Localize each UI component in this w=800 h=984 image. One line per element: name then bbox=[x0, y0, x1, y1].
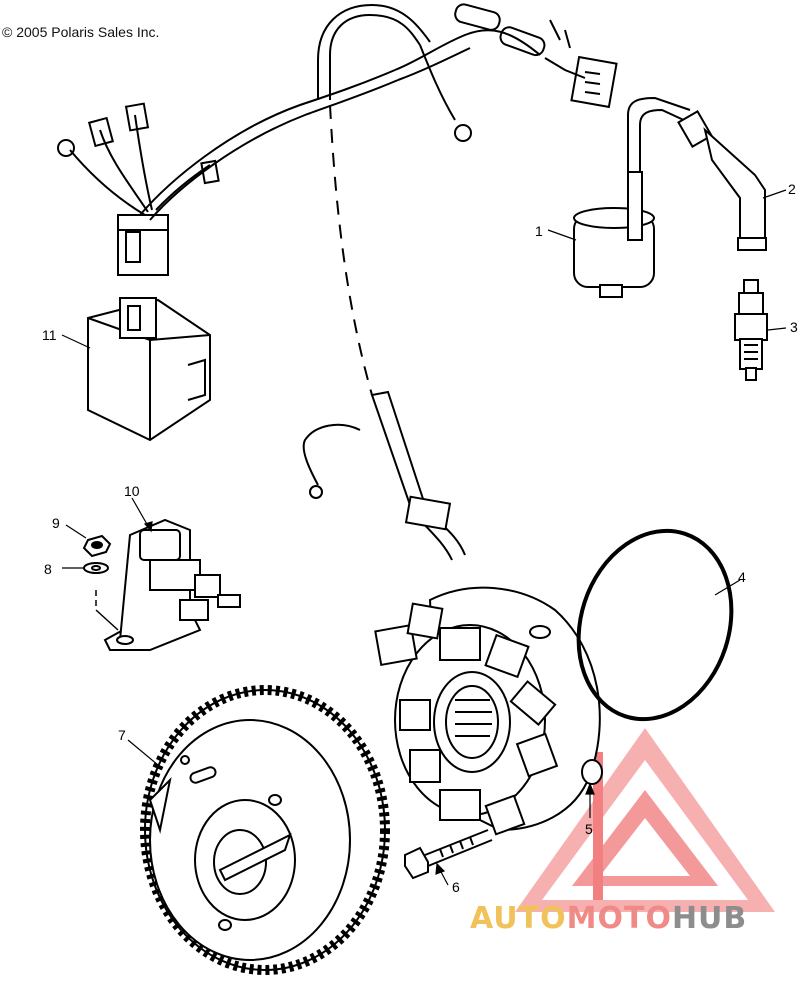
copyright-text: © 2005 Polaris Sales Inc. bbox=[2, 24, 160, 40]
spark-plug bbox=[734, 279, 768, 381]
watermark-moto: MOTO bbox=[567, 901, 672, 936]
callout-4: 4 bbox=[738, 569, 746, 585]
callout-1: 1 bbox=[535, 223, 543, 239]
leader-lines bbox=[61, 189, 787, 886]
wiring-harness bbox=[57, 3, 618, 276]
washer bbox=[83, 562, 109, 574]
stator-assembly bbox=[302, 390, 603, 836]
callout-3: 3 bbox=[790, 319, 798, 335]
callout-labels: 1 2 3 4 5 6 7 8 9 10 11 bbox=[42, 181, 798, 895]
ignition-coil bbox=[573, 96, 691, 298]
callout-10: 10 bbox=[124, 483, 140, 499]
watermark-hub: HUB bbox=[672, 901, 747, 936]
spark-plug-cap bbox=[677, 110, 767, 251]
callout-8: 8 bbox=[44, 561, 52, 577]
callout-7: 7 bbox=[118, 727, 126, 743]
nut bbox=[82, 534, 112, 558]
bolt bbox=[404, 829, 493, 880]
watermark-logo-icon bbox=[515, 728, 775, 912]
o-ring bbox=[576, 528, 734, 722]
watermark-text: AUTOMOTOHUB bbox=[470, 901, 747, 936]
flywheel bbox=[140, 685, 390, 975]
regulator-bracket bbox=[103, 518, 241, 651]
callout-11: 11 bbox=[42, 327, 57, 343]
cdi-box bbox=[87, 297, 211, 442]
callout-9: 9 bbox=[52, 515, 60, 531]
callout-6: 6 bbox=[452, 879, 460, 895]
dashed-connector-line bbox=[329, 104, 373, 396]
watermark-auto: AUTO bbox=[470, 901, 567, 936]
callout-2: 2 bbox=[788, 181, 796, 197]
callout-5: 5 bbox=[585, 821, 593, 837]
